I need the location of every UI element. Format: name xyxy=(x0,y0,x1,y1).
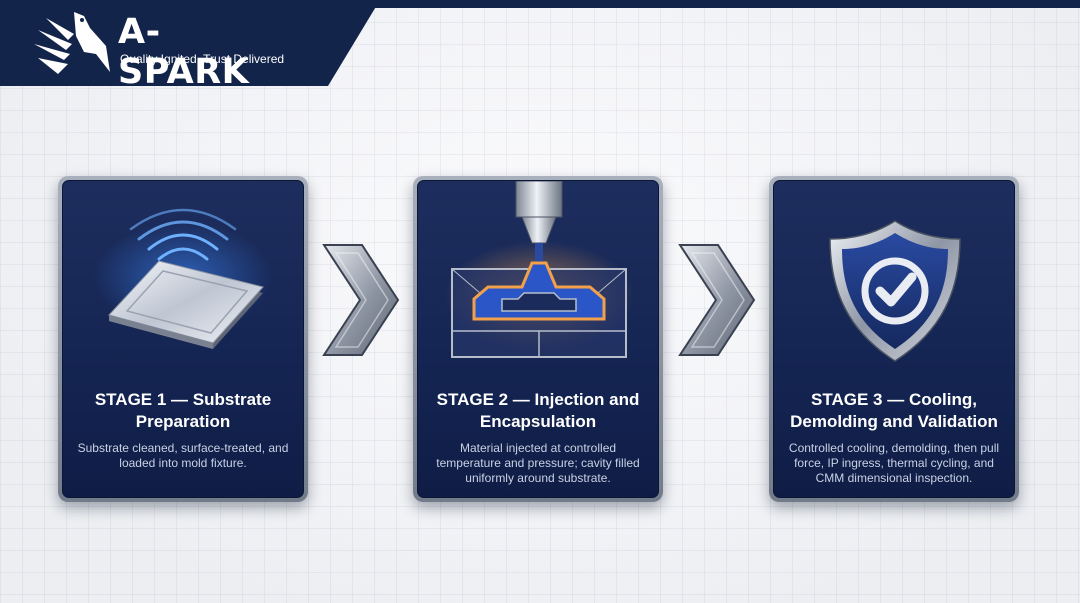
brand-banner xyxy=(0,0,380,86)
chevron-right-icon xyxy=(678,244,756,356)
shield-check-icon xyxy=(829,220,961,362)
injection-mold-icon xyxy=(444,181,634,358)
stage-1-description: Substrate cleaned, surface-treated, and … xyxy=(77,441,289,470)
top-band xyxy=(0,0,1080,8)
stage-3-card: STAGE 3 — Cooling, Demolding and Validat… xyxy=(769,176,1019,502)
brand-tagline: Quality Ignited. Trust Delivered xyxy=(120,52,285,66)
eagle-logo-icon xyxy=(34,12,110,74)
stage-3-description: Controlled cooling, demolding, then pull… xyxy=(788,441,1000,485)
stage-3-panel: STAGE 3 — Cooling, Demolding and Validat… xyxy=(773,180,1015,498)
stage-3-title: STAGE 3 — Cooling, Demolding and Validat… xyxy=(790,390,998,431)
stage-2-card: STAGE 2 — Injection and Encapsulation Ma… xyxy=(413,176,663,502)
stage-2-panel: STAGE 2 — Injection and Encapsulation Ma… xyxy=(417,180,659,498)
stage-1-panel: STAGE 1 — Substrate Preparation Substrat… xyxy=(62,180,304,498)
brand-name: A-SPARK xyxy=(118,12,250,92)
stage-2-title: STAGE 2 — Injection and Encapsulation xyxy=(436,390,640,431)
chevron-right-icon xyxy=(322,244,400,356)
stage-1-card: STAGE 1 — Substrate Preparation Substrat… xyxy=(58,176,308,502)
stage-1-title: STAGE 1 — Substrate Preparation xyxy=(94,390,272,431)
wireless-substrate-icon xyxy=(93,208,273,349)
stage-2-description: Material injected at controlled temperat… xyxy=(436,441,640,485)
